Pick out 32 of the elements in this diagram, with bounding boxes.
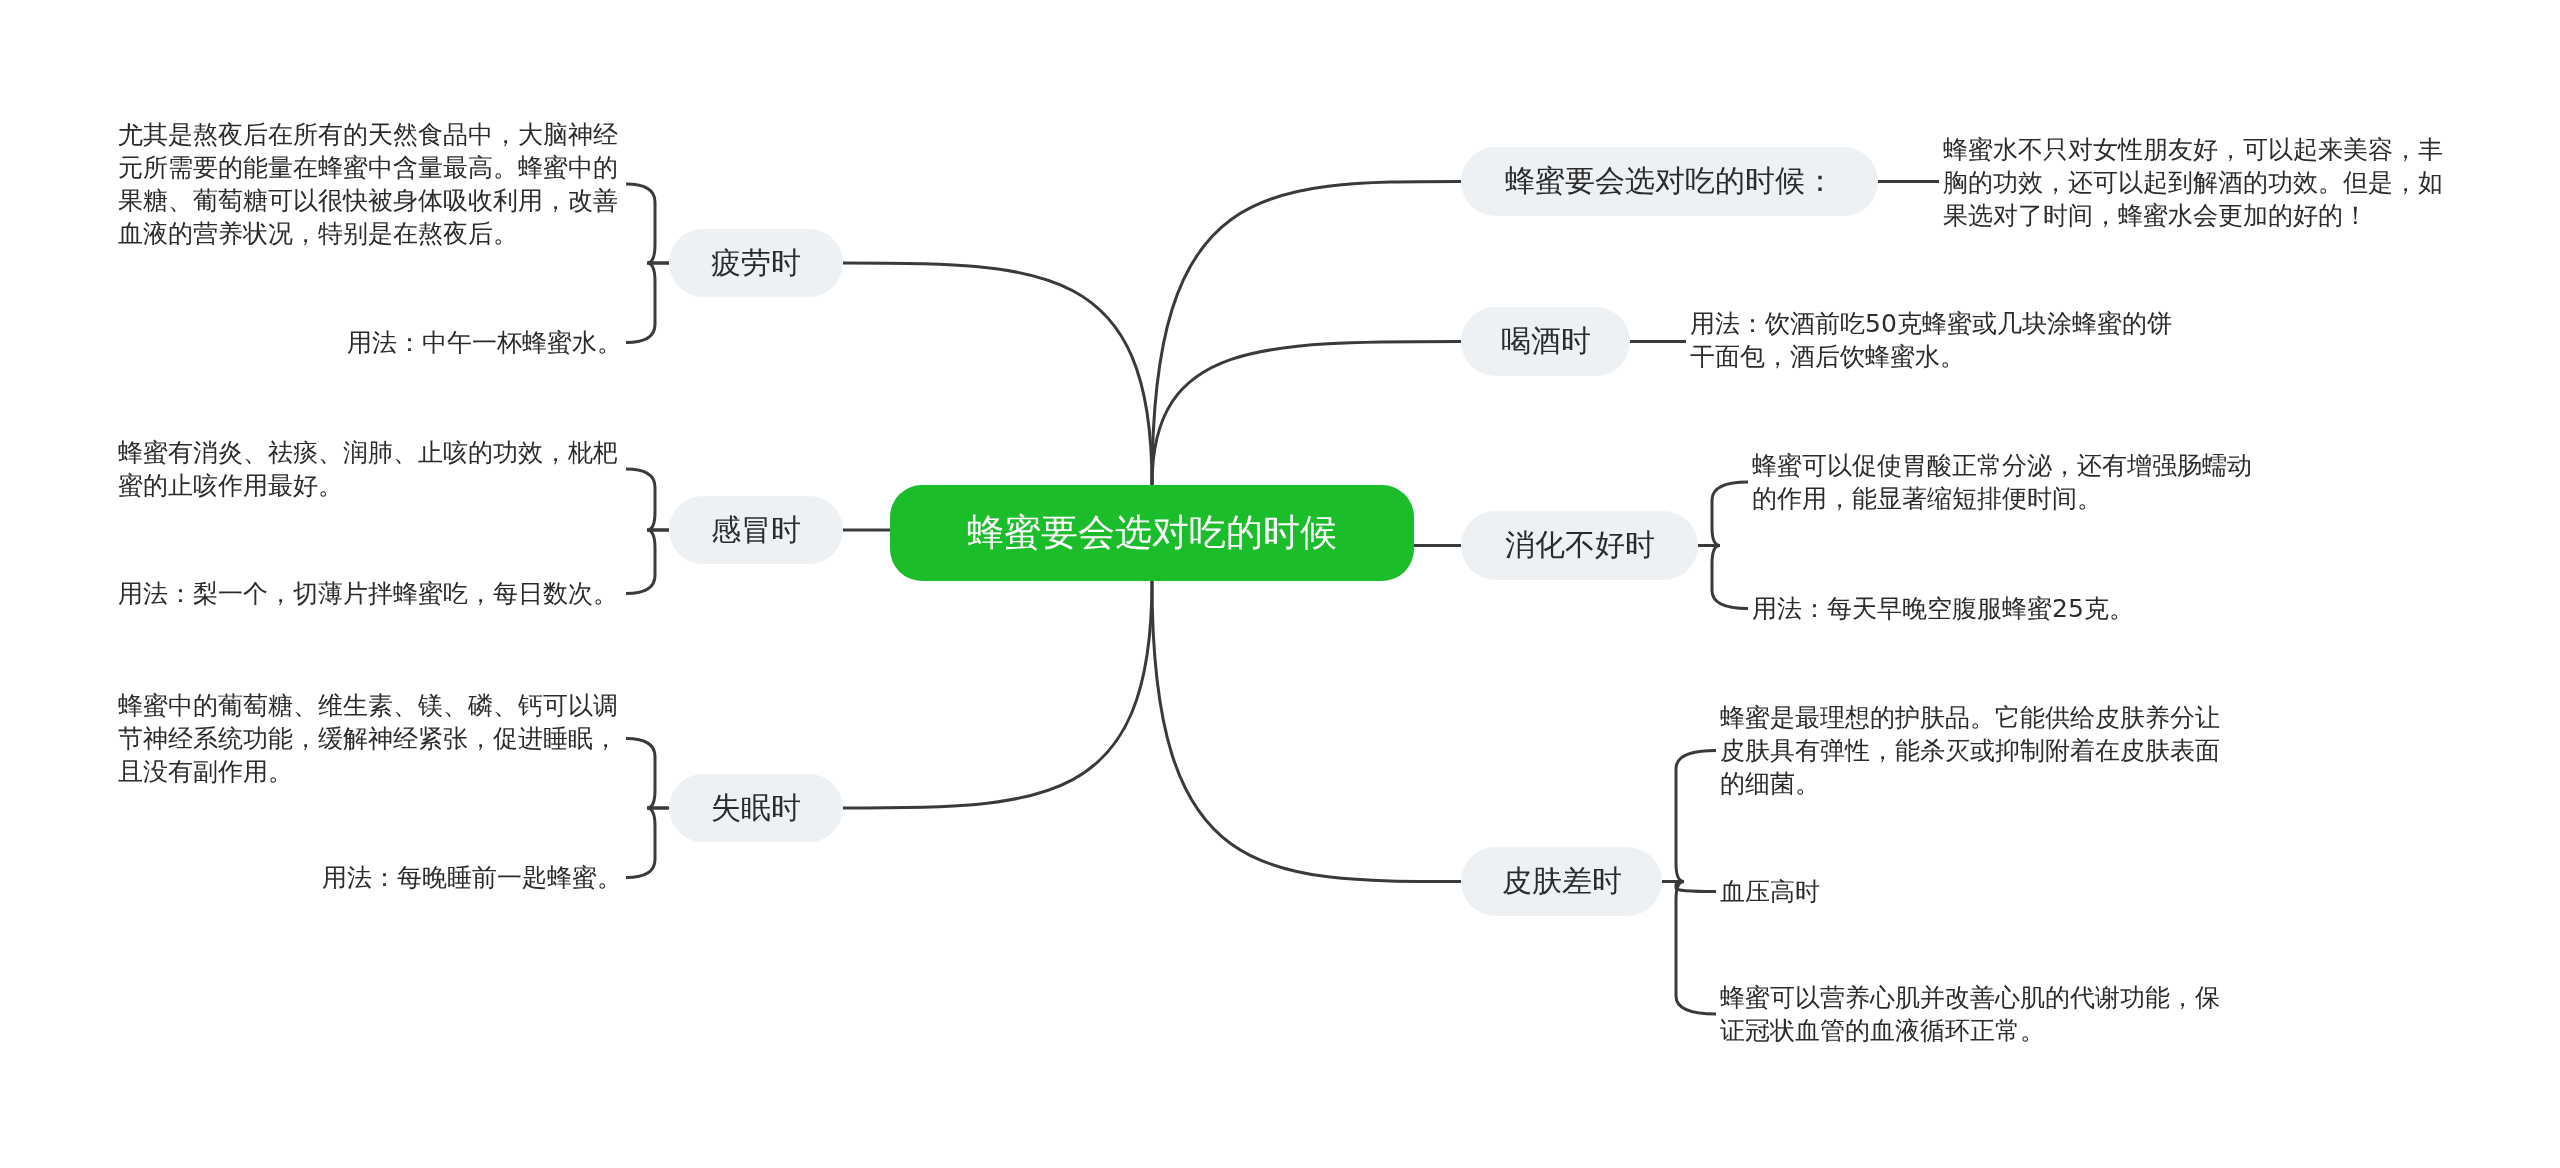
connector-line [1662,880,1717,1016]
note-text: 用法：每晚睡前一匙蜂蜜。 [114,861,626,894]
note-text: 蜂蜜是最理想的护肤品。它能供给皮肤养分让皮肤具有弹性，能杀灭或抑制附着在皮肤表面的细菌。 [1716,701,2236,800]
connector-line [1150,580,1461,883]
topic-box: 皮肤差时 [1461,847,1662,916]
note-text: 蜂蜜有消炎、祛痰、润肺、止咳的功效，枇杷蜜的止咳作用最好。 [114,436,626,502]
central-topic-box: 蜂蜜要会选对吃的时候 [890,485,1414,581]
connector-line [1150,180,1461,486]
topic-box: 失眠时 [669,774,843,842]
note-text: 用法：梨一个，切薄片拌蜂蜜吃，每日数次。 [114,577,626,610]
connector-line [843,261,1154,486]
note-text: 血压高时 [1716,875,2236,908]
note-text: 蜂蜜可以营养心肌并改善心肌的代谢功能，保证冠状血管的血液循环正常。 [1716,981,2236,1047]
note-text: 蜂蜜可以促使胃酸正常分泌，还有增强肠蠕动的作用，能显著缩短排便时间。 [1748,449,2268,515]
connector-line [1630,340,1686,343]
topic-box: 喝酒时 [1461,307,1630,376]
note-text: 用法：每天早晚空腹服蜂蜜25克。 [1748,592,2268,625]
connector-line [1878,180,1939,183]
note-text: 用法：饮酒前吃50克蜂蜜或几块涂蜂蜜的饼干面包，酒后饮蜂蜜水。 [1686,307,2186,373]
connector-line [843,528,890,532]
note-text: 尤其是熬夜后在所有的天然食品中，大脑神经元所需要的能量在蜂蜜中含量最高。蜂蜜中的果糖、葡萄糖可以很快被身体吸收利用，改善血液的营养状况，特别是在熬夜后。 [114,118,626,250]
topic-box: 疲劳时 [669,229,843,297]
note-text: 蜂蜜中的葡萄糖、维生素、镁、磷、钙可以调节神经系统功能，缓解神经紧张，促进睡眠，且没有副作用。 [114,689,626,788]
topic-box: 消化不好时 [1461,511,1698,580]
connector-line [1698,544,1749,610]
connector-line [1150,340,1461,486]
topic-box: 感冒时 [669,496,843,564]
note-text: 蜂蜜水不只对女性朋友好，可以起来美容，丰胸的功效，还可以起到解酒的功效。但是，如果选对了时间，蜂蜜水会更加的好的！ [1939,133,2459,232]
connector-line [1414,544,1461,547]
note-text: 用法：中午一杯蜂蜜水。 [114,326,626,359]
topic-box: 蜂蜜要会选对吃的时候： [1461,147,1878,216]
connector-line [843,580,1154,810]
